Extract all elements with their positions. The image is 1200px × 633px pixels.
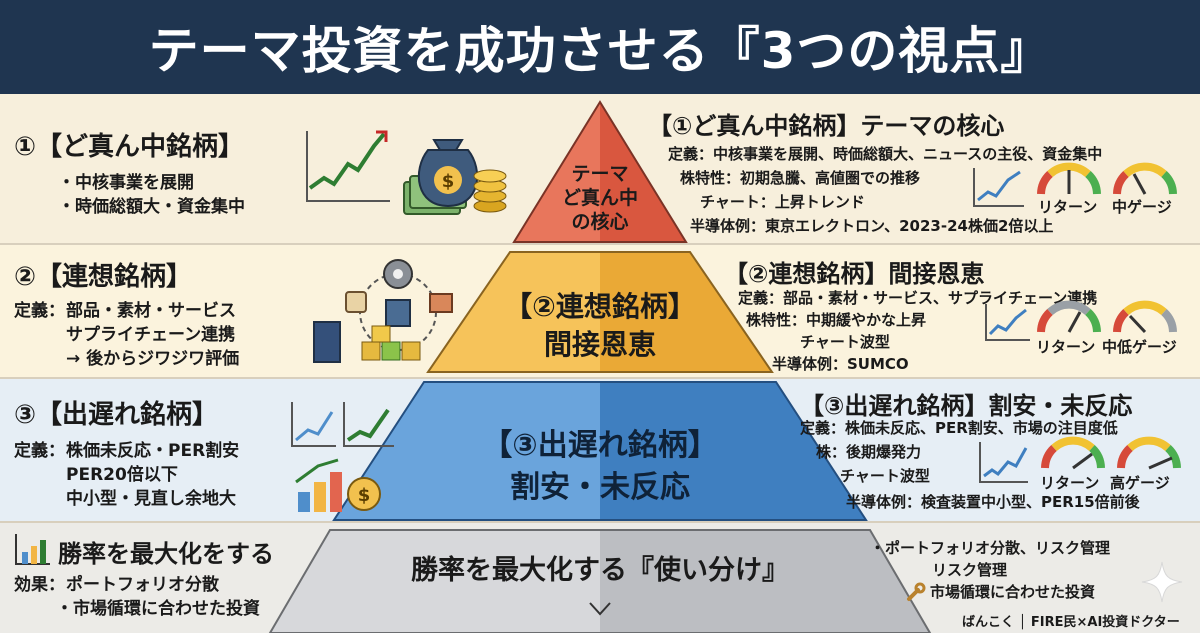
- money-bag-icon: $: [403, 139, 507, 215]
- gauge-icon: [1037, 300, 1101, 333]
- left-s4-line: ポートフォリオ分散: [66, 575, 219, 595]
- left-s1-line: ・時価総額大・資金集中: [58, 197, 245, 217]
- arrow-down-icon: [589, 602, 611, 616]
- right-s1-heading: 【①ど真ん中銘柄】テーマの核心: [648, 112, 1005, 140]
- right-s3-line: 株：後期爆発力: [816, 443, 922, 461]
- svg-text:$: $: [442, 171, 455, 192]
- tier2-label: 【②連想銘柄】 間接恩恵: [470, 288, 730, 364]
- base-label: 勝率を最大化する『使い分け』: [411, 555, 789, 586]
- left-s3-line: PER20倍以下: [66, 465, 178, 485]
- gauge-icon: [1117, 436, 1181, 470]
- gauge-label: 高ゲージ: [1110, 474, 1170, 492]
- tier3-label: 【③出遅れ銘柄】 割安・未反応: [440, 425, 760, 509]
- wrench-icon: [907, 582, 926, 601]
- credit: ばんこく │ FIRE民×AI投資ドクター: [962, 615, 1180, 630]
- left-s3-def-label: 定義：: [14, 441, 65, 461]
- left-s3-line: 中小型・見直し余地大: [66, 489, 236, 509]
- gauge-icon: [1113, 300, 1177, 334]
- tier2-line: 【②連想銘柄】: [504, 290, 696, 323]
- left-s4-line: ・市場循環に合わせた投資: [56, 599, 260, 619]
- rising-chart-icon: [306, 130, 390, 202]
- left-s3-line: 株価未反応・PER割安: [66, 441, 240, 461]
- left-s4-heading: 勝率を最大化をする: [58, 540, 274, 568]
- right-s2-line: チャート波型: [800, 333, 890, 351]
- divider: [0, 521, 1200, 523]
- gauge-icon: [1037, 162, 1101, 195]
- left-s3-heading: ③【出遅れ銘柄】: [14, 400, 219, 430]
- left-s2-line: サプライチェーン連携: [66, 325, 236, 345]
- sparkle-icon: [1141, 561, 1183, 603]
- right-s1-line: 半導体例：東京エレクトロン、2023-24株価2倍以上: [690, 217, 1054, 235]
- tier1-line: ど真ん中: [561, 187, 638, 209]
- pyramid-tier3: [332, 381, 868, 521]
- gauge-label: リターン: [1036, 338, 1096, 356]
- tier2-line: 間接恩恵: [543, 328, 656, 361]
- pyramid-base: [268, 529, 932, 633]
- gauge-label: リターン: [1040, 474, 1100, 492]
- left-s1-heading: ①【ど真ん中銘柄】: [14, 132, 245, 162]
- trend-chart-icon: [973, 168, 1024, 207]
- right-s1-line: 株特性：初期急騰、高値圏での推移: [680, 169, 921, 187]
- pyramid-tier2: [426, 251, 774, 373]
- gauge-label: リターン: [1038, 198, 1098, 216]
- right-s4-line: リスク管理: [932, 561, 1008, 579]
- right-s3-heading: 【③出遅れ銘柄】割安・未反応: [800, 392, 1133, 420]
- right-s4-line: 市場循環に合わせた投資: [930, 583, 1096, 601]
- right-s2-line: 半導体例：SUMCO: [772, 355, 909, 373]
- divider: [0, 377, 1200, 379]
- trend-chart-icon: [985, 304, 1030, 341]
- left-s2-heading: ②【連想銘柄】: [14, 262, 193, 292]
- gauge-label: 中低ゲージ: [1102, 338, 1177, 356]
- pyramid-tier1: [512, 100, 688, 243]
- right-s2-line: 株特性：中期緩やかな上昇: [746, 311, 927, 329]
- right-s1-line: 定義：中核事業を展開、時価総額大、ニュースの主役、資金集中: [668, 145, 1103, 163]
- tier3-line: 【③出遅れ銘柄】: [482, 428, 718, 463]
- supply-chain-icon: [313, 259, 453, 363]
- bar-chart-icon: [15, 534, 50, 565]
- gauge-icon: [1041, 436, 1105, 470]
- page-title: テーマ投資を成功させる『3つの視点』: [148, 22, 1052, 80]
- right-s4-line: ・ポートフォリオ分散、リスク管理: [870, 539, 1111, 557]
- svg-text:$: $: [358, 485, 371, 506]
- right-s3-line: チャート波型: [840, 467, 930, 485]
- left-s2-line: 部品・素材・サービス: [66, 301, 236, 321]
- right-s3-line: 定義：株価未反応、PER割安、市場の注目度低: [800, 419, 1118, 437]
- gauge-icon: [1113, 162, 1177, 195]
- divider: [0, 243, 1200, 245]
- left-s1-line: ・中核事業を展開: [58, 173, 194, 193]
- growth-charts-icon: $: [291, 402, 394, 512]
- tier1-line: テーマ: [571, 163, 629, 185]
- right-s1-line: チャート：上昇トレンド: [700, 193, 865, 211]
- tier1-label: テーマ ど真ん中 の核心: [540, 162, 660, 234]
- left-s2-def-label: 定義：: [14, 301, 65, 321]
- left-s2-line: → 後からジワジワ評価: [66, 349, 240, 369]
- right-s2-line: 定義：部品・素材・サービス、サプライチェーン連携: [738, 289, 1098, 307]
- right-s2-heading: 【②連想銘柄】間接恩恵: [724, 260, 985, 288]
- header-bar: [0, 0, 1200, 94]
- trend-chart-icon: [979, 442, 1028, 483]
- left-s4-eff-label: 効果：: [14, 575, 65, 595]
- right-s3-line: 半導体例：検査装置中小型、PER15倍前後: [846, 493, 1140, 511]
- tier1-line: の核心: [571, 211, 629, 233]
- gauge-label: 中ゲージ: [1112, 198, 1172, 216]
- tier3-line: 割安・未反応: [510, 470, 690, 505]
